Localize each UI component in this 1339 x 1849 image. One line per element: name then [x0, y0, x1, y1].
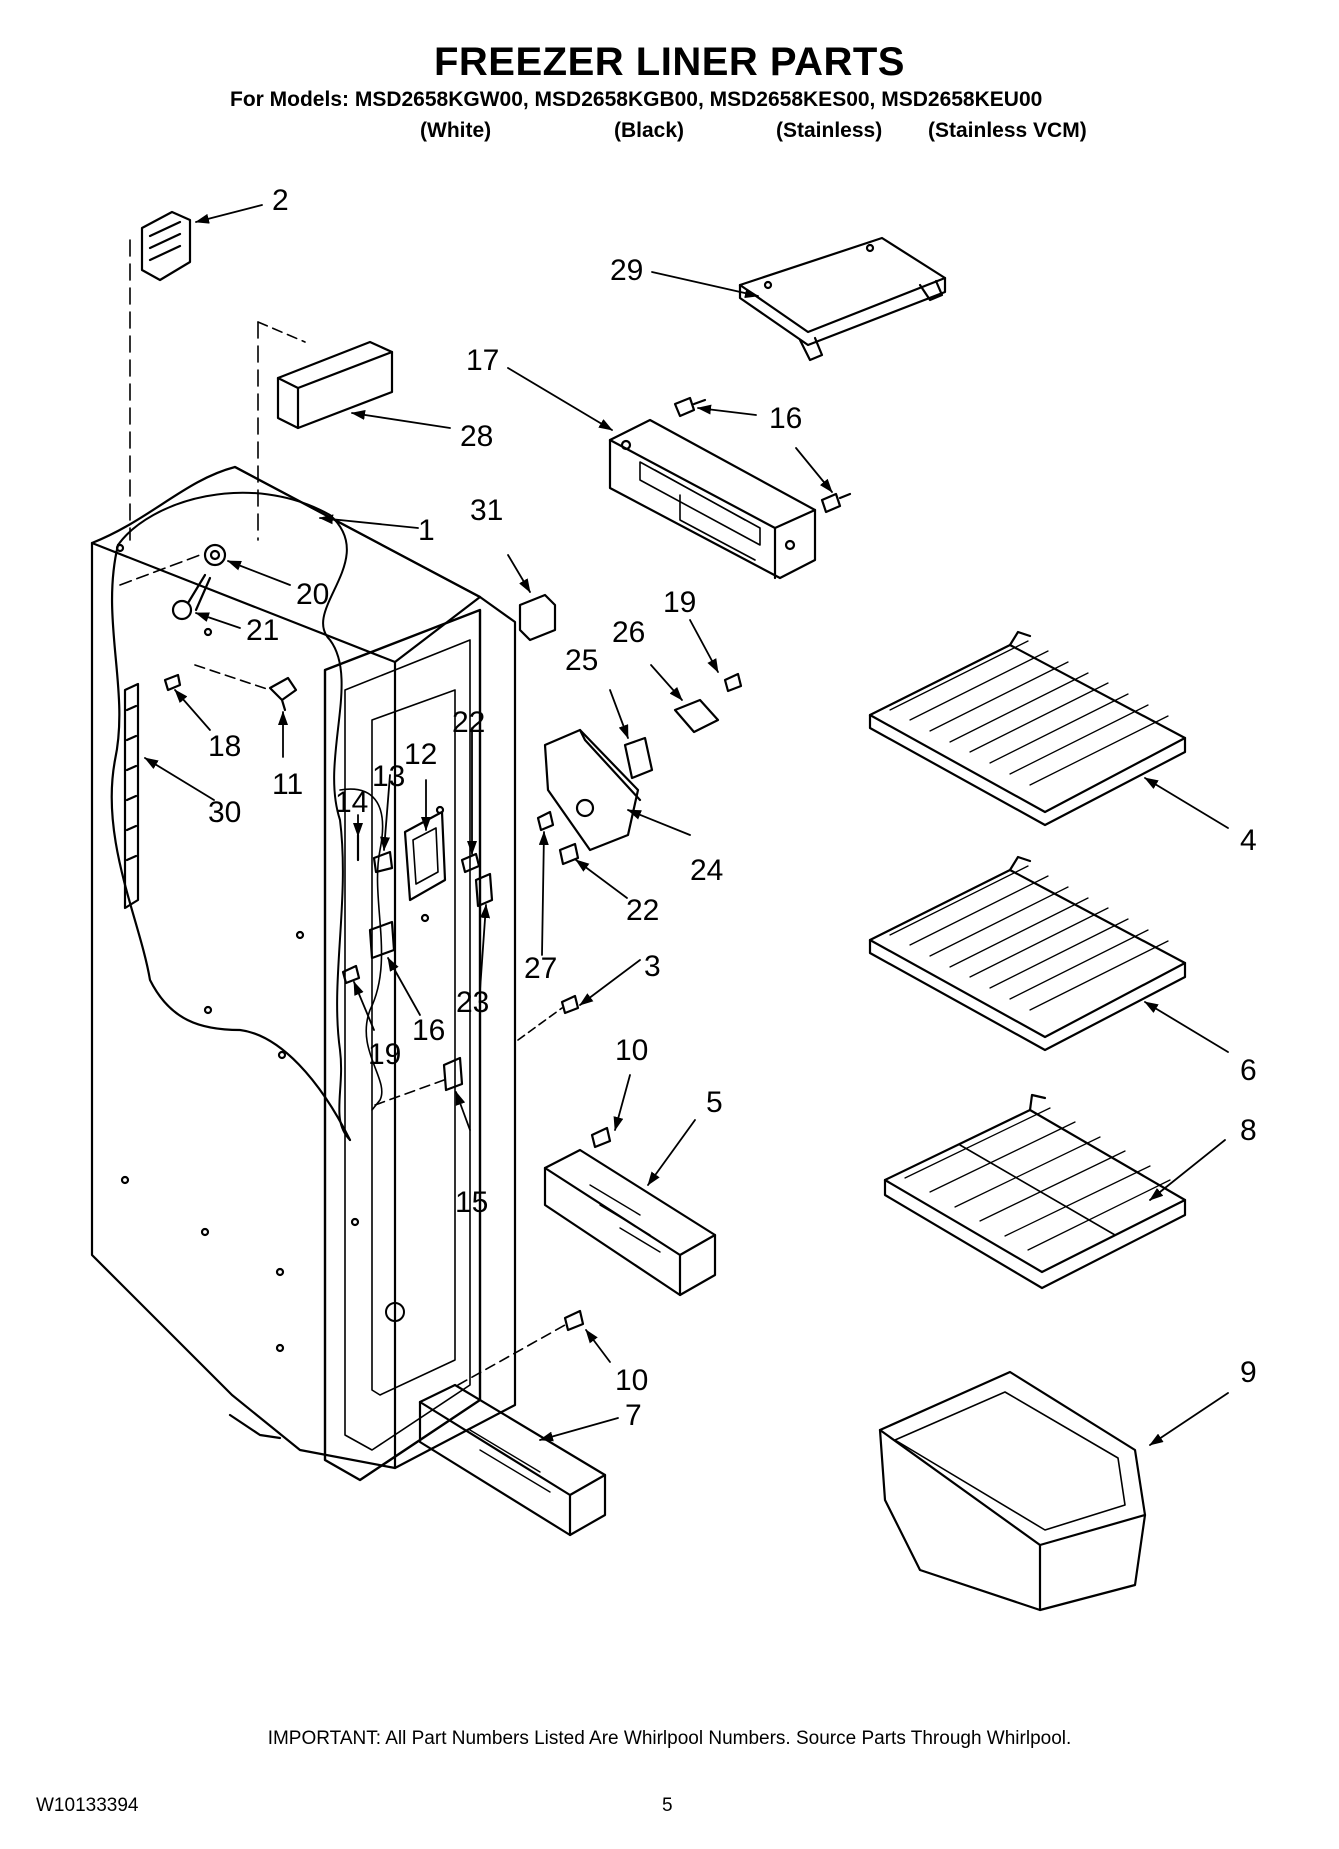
- callout-22-upper: 22: [452, 706, 485, 739]
- callout-4: 4: [1240, 824, 1257, 857]
- part-22-screw-upper: [460, 852, 481, 874]
- callout-28: 28: [460, 420, 493, 453]
- callout-17: 17: [466, 344, 499, 377]
- callout-30: 30: [208, 796, 241, 829]
- part-24-control-plate: [543, 728, 642, 852]
- important-note: IMPORTANT: All Part Numbers Listed Are W…: [267, 1728, 1072, 1749]
- callout-12: 12: [404, 738, 437, 771]
- models-line: For Models: MSD2658KGW00, MSD2658KGB00, …: [230, 88, 1043, 111]
- callout-31: 31: [470, 494, 503, 527]
- page-number: 5: [662, 1795, 673, 1816]
- callout-16-top: 16: [769, 402, 802, 435]
- part-2-cap: [140, 210, 192, 282]
- part-29-bracket: [738, 236, 947, 362]
- part-13-sensor: [372, 850, 394, 874]
- part-20-lamp-socket: [119, 543, 227, 586]
- part-15-switch: [374, 1056, 464, 1106]
- callout-10-lower: 10: [615, 1364, 648, 1397]
- part-19-screw-left: [341, 964, 361, 985]
- freezer-liner: [90, 465, 517, 1482]
- callout-13: 13: [372, 760, 405, 793]
- callout-22-lower: 22: [626, 894, 659, 927]
- callout-14: 14: [335, 786, 368, 819]
- callout-3: 3: [644, 950, 661, 983]
- callout-23: 23: [456, 986, 489, 1019]
- part-6-shelf: [868, 855, 1187, 1052]
- part-23-bracket: [474, 872, 494, 908]
- part-16-board: [368, 920, 396, 960]
- callout-18: 18: [208, 730, 241, 763]
- callout-19-right: 19: [663, 586, 696, 619]
- part-3-screw: [517, 994, 580, 1041]
- part-12-control-housing: [403, 810, 447, 902]
- callout-2: 2: [272, 184, 289, 217]
- callout-21: 21: [246, 614, 279, 647]
- part-11-clip: [194, 664, 298, 712]
- callout-27: 27: [524, 952, 557, 985]
- part-25-bracket: [623, 736, 654, 780]
- callout-29: 29: [610, 254, 643, 287]
- part-21-bulb: [171, 573, 212, 621]
- part-22-screw-lower: [558, 842, 580, 866]
- part-30-strip: [123, 682, 140, 910]
- part-31-clip: [518, 593, 557, 642]
- callout-19-left: 19: [368, 1038, 401, 1071]
- variant-white: (White): [420, 119, 492, 142]
- screw-16-right: [820, 492, 852, 514]
- part-7-trim: [418, 1383, 607, 1537]
- callout-5: 5: [706, 1086, 723, 1119]
- part-27-knob: [536, 810, 555, 832]
- part-9-bin: [878, 1370, 1147, 1612]
- callout-10-upper: 10: [615, 1034, 648, 1067]
- callout-8: 8: [1240, 1114, 1257, 1147]
- leader-lines: [144, 204, 1229, 1446]
- part-19-screw-right: [723, 672, 743, 693]
- callout-20: 20: [296, 578, 329, 611]
- document-id: W10133394: [36, 1795, 139, 1816]
- callout-16-control: 16: [412, 1014, 445, 1047]
- callout-9: 9: [1240, 1356, 1257, 1389]
- part-17-housing: [608, 418, 817, 580]
- callout-26: 26: [612, 616, 645, 649]
- part-8-wire-shelf: [883, 1093, 1187, 1290]
- part-4-shelf: [868, 630, 1187, 827]
- callout-15: 15: [455, 1186, 488, 1219]
- variant-stainless-vcm: (Stainless VCM): [928, 119, 1087, 142]
- variant-black: (Black): [614, 119, 685, 142]
- callout-1: 1: [418, 514, 435, 547]
- callout-7: 7: [625, 1399, 642, 1432]
- callout-11: 11: [272, 768, 303, 801]
- callout-24: 24: [690, 854, 723, 887]
- callout-6: 6: [1240, 1054, 1257, 1087]
- screw-10-upper: [590, 1126, 612, 1149]
- variant-stainless: (Stainless): [776, 119, 883, 142]
- part-18-screw: [163, 673, 182, 692]
- callout-25: 25: [565, 644, 598, 677]
- part-5-trim: [543, 1148, 717, 1297]
- page-title: FREEZER LINER PARTS: [433, 40, 905, 84]
- part-28-cover: [276, 340, 394, 430]
- screw-10-lower: [457, 1309, 585, 1386]
- part-26-board: [673, 698, 720, 734]
- screw-16-top: [673, 396, 707, 418]
